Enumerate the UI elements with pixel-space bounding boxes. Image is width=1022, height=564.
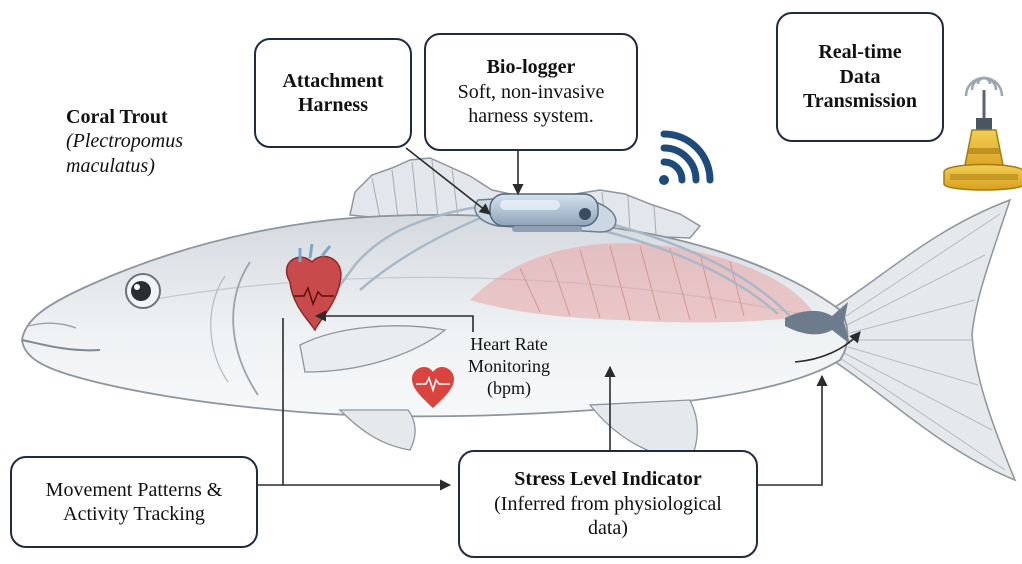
biologger-desc-line2: harness system. — [468, 104, 594, 128]
species-scientific-name-line1: (Plectropomus — [66, 129, 183, 153]
movement-line2: Activity Tracking — [63, 502, 205, 526]
attachment-harness-line1: Attachment — [282, 69, 383, 93]
species-common-name: Coral Trout — [66, 105, 183, 129]
realtime-transmission-callout: Real-time Data Transmission — [776, 12, 944, 142]
biologger-title: Bio-logger — [487, 55, 576, 79]
heart-rate-line3: (bpm) — [446, 378, 572, 400]
biologger-desc-line1: Soft, non-invasive — [458, 80, 605, 104]
realtime-line1: Real-time — [818, 40, 901, 64]
movement-line1: Movement Patterns & — [46, 478, 223, 502]
stress-indicator-callout: Stress Level Indicator (Inferred from ph… — [458, 450, 758, 558]
attachment-harness-callout: Attachment Harness — [254, 38, 412, 148]
heart-rate-line2: Monitoring — [446, 356, 572, 378]
biologger-callout: Bio-logger Soft, non-invasive harness sy… — [424, 33, 638, 151]
pelvic-fin — [340, 410, 415, 450]
attachment-harness-line2: Harness — [298, 93, 368, 117]
realtime-line3: Transmission — [803, 89, 917, 113]
stress-desc-line2: data) — [588, 516, 628, 540]
stress-desc-line1: (Inferred from physiological — [494, 492, 722, 516]
movement-tracking-callout: Movement Patterns & Activity Tracking — [10, 456, 258, 548]
buoy-icon — [944, 78, 1022, 190]
fish-eye — [126, 274, 160, 308]
stress-title: Stress Level Indicator — [514, 467, 701, 491]
heart-rate-line1: Heart Rate — [446, 334, 572, 356]
biologger-device-icon — [475, 194, 616, 232]
species-scientific-name-line2: maculatus) — [66, 154, 183, 178]
realtime-line2: Data — [839, 65, 880, 89]
wifi-icon — [659, 134, 710, 185]
heart-rate-label: Heart Rate Monitoring (bpm) — [446, 334, 572, 400]
species-label: Coral Trout (Plectropomus maculatus) — [66, 105, 183, 178]
